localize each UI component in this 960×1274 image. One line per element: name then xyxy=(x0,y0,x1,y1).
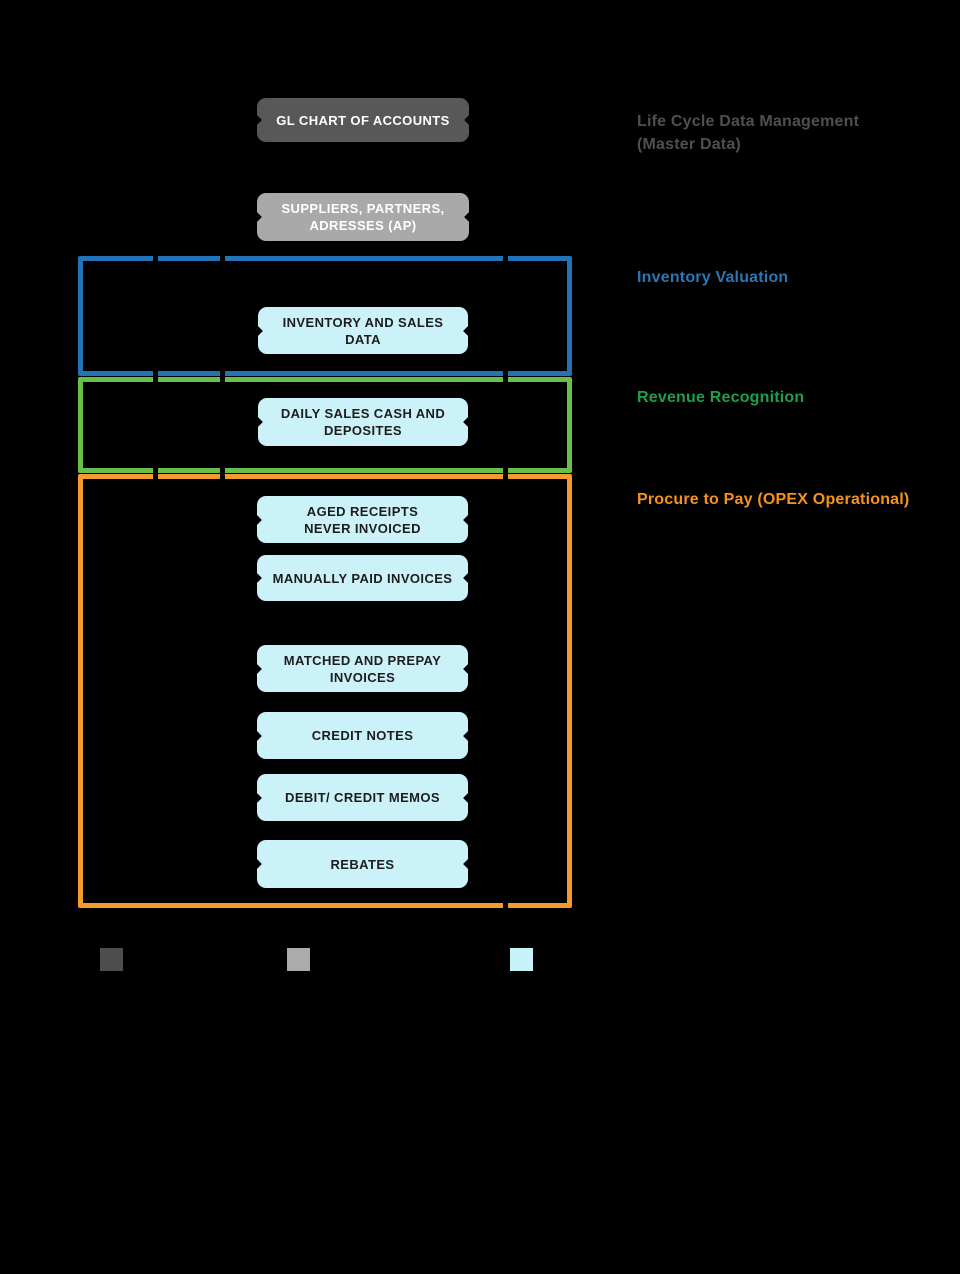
side-label-revenue-recognition: Revenue Recognition xyxy=(637,389,805,406)
node-matched-and-prepay-invoices: MATCHED AND PREPAY INVOICES xyxy=(257,645,468,692)
connector-notch xyxy=(220,371,225,376)
legend-swatch-dark-gray xyxy=(100,948,123,971)
group-outline-inventory-valuation xyxy=(78,256,572,376)
connector-notch xyxy=(503,474,508,479)
side-label-life-cycle-data-management: Life Cycle Data Management (Master Data) xyxy=(637,113,860,153)
connector-notch xyxy=(503,371,508,376)
connector-notch xyxy=(503,468,508,473)
connector-notch xyxy=(503,903,508,908)
connector-notch xyxy=(153,256,158,261)
node-gl-chart-of-accounts: GL CHART OF ACCOUNTS xyxy=(257,98,469,142)
legend-swatch-light-gray xyxy=(287,948,310,971)
connector-notch xyxy=(503,377,508,382)
node-credit-notes: CREDIT NOTES xyxy=(257,712,468,759)
connector-notch xyxy=(153,474,158,479)
side-label-procure-to-pay: Procure to Pay (OPEX Operational) xyxy=(637,491,910,508)
node-daily-sales-cash-and-deposites: DAILY SALES CASH AND DEPOSITES xyxy=(258,398,468,446)
group-outline-revenue-recognition xyxy=(78,377,572,473)
connector-notch xyxy=(153,371,158,376)
node-suppliers-partners-adresses: SUPPLIERS, PARTNERS, ADRESSES (AP) xyxy=(257,193,469,241)
connector-notch xyxy=(220,474,225,479)
node-aged-receipts-never-invoiced: AGED RECEIPTS NEVER INVOICED xyxy=(257,496,468,543)
node-inventory-and-sales-data: INVENTORY AND SALES DATA xyxy=(258,307,468,354)
group-outline-procure-to-pay xyxy=(78,474,572,908)
connector-notch xyxy=(220,468,225,473)
side-label-inventory-valuation: Inventory Valuation xyxy=(637,269,789,286)
legend-swatch-cyan xyxy=(510,948,533,971)
connector-notch xyxy=(153,468,158,473)
connector-notch xyxy=(220,256,225,261)
connector-notch xyxy=(503,256,508,261)
connector-notch xyxy=(153,377,158,382)
node-debit-credit-memos: DEBIT/ CREDIT MEMOS xyxy=(257,774,468,821)
node-manually-paid-invoices: MANUALLY PAID INVOICES xyxy=(257,555,468,601)
node-rebates: REBATES xyxy=(257,840,468,888)
connector-notch xyxy=(220,377,225,382)
